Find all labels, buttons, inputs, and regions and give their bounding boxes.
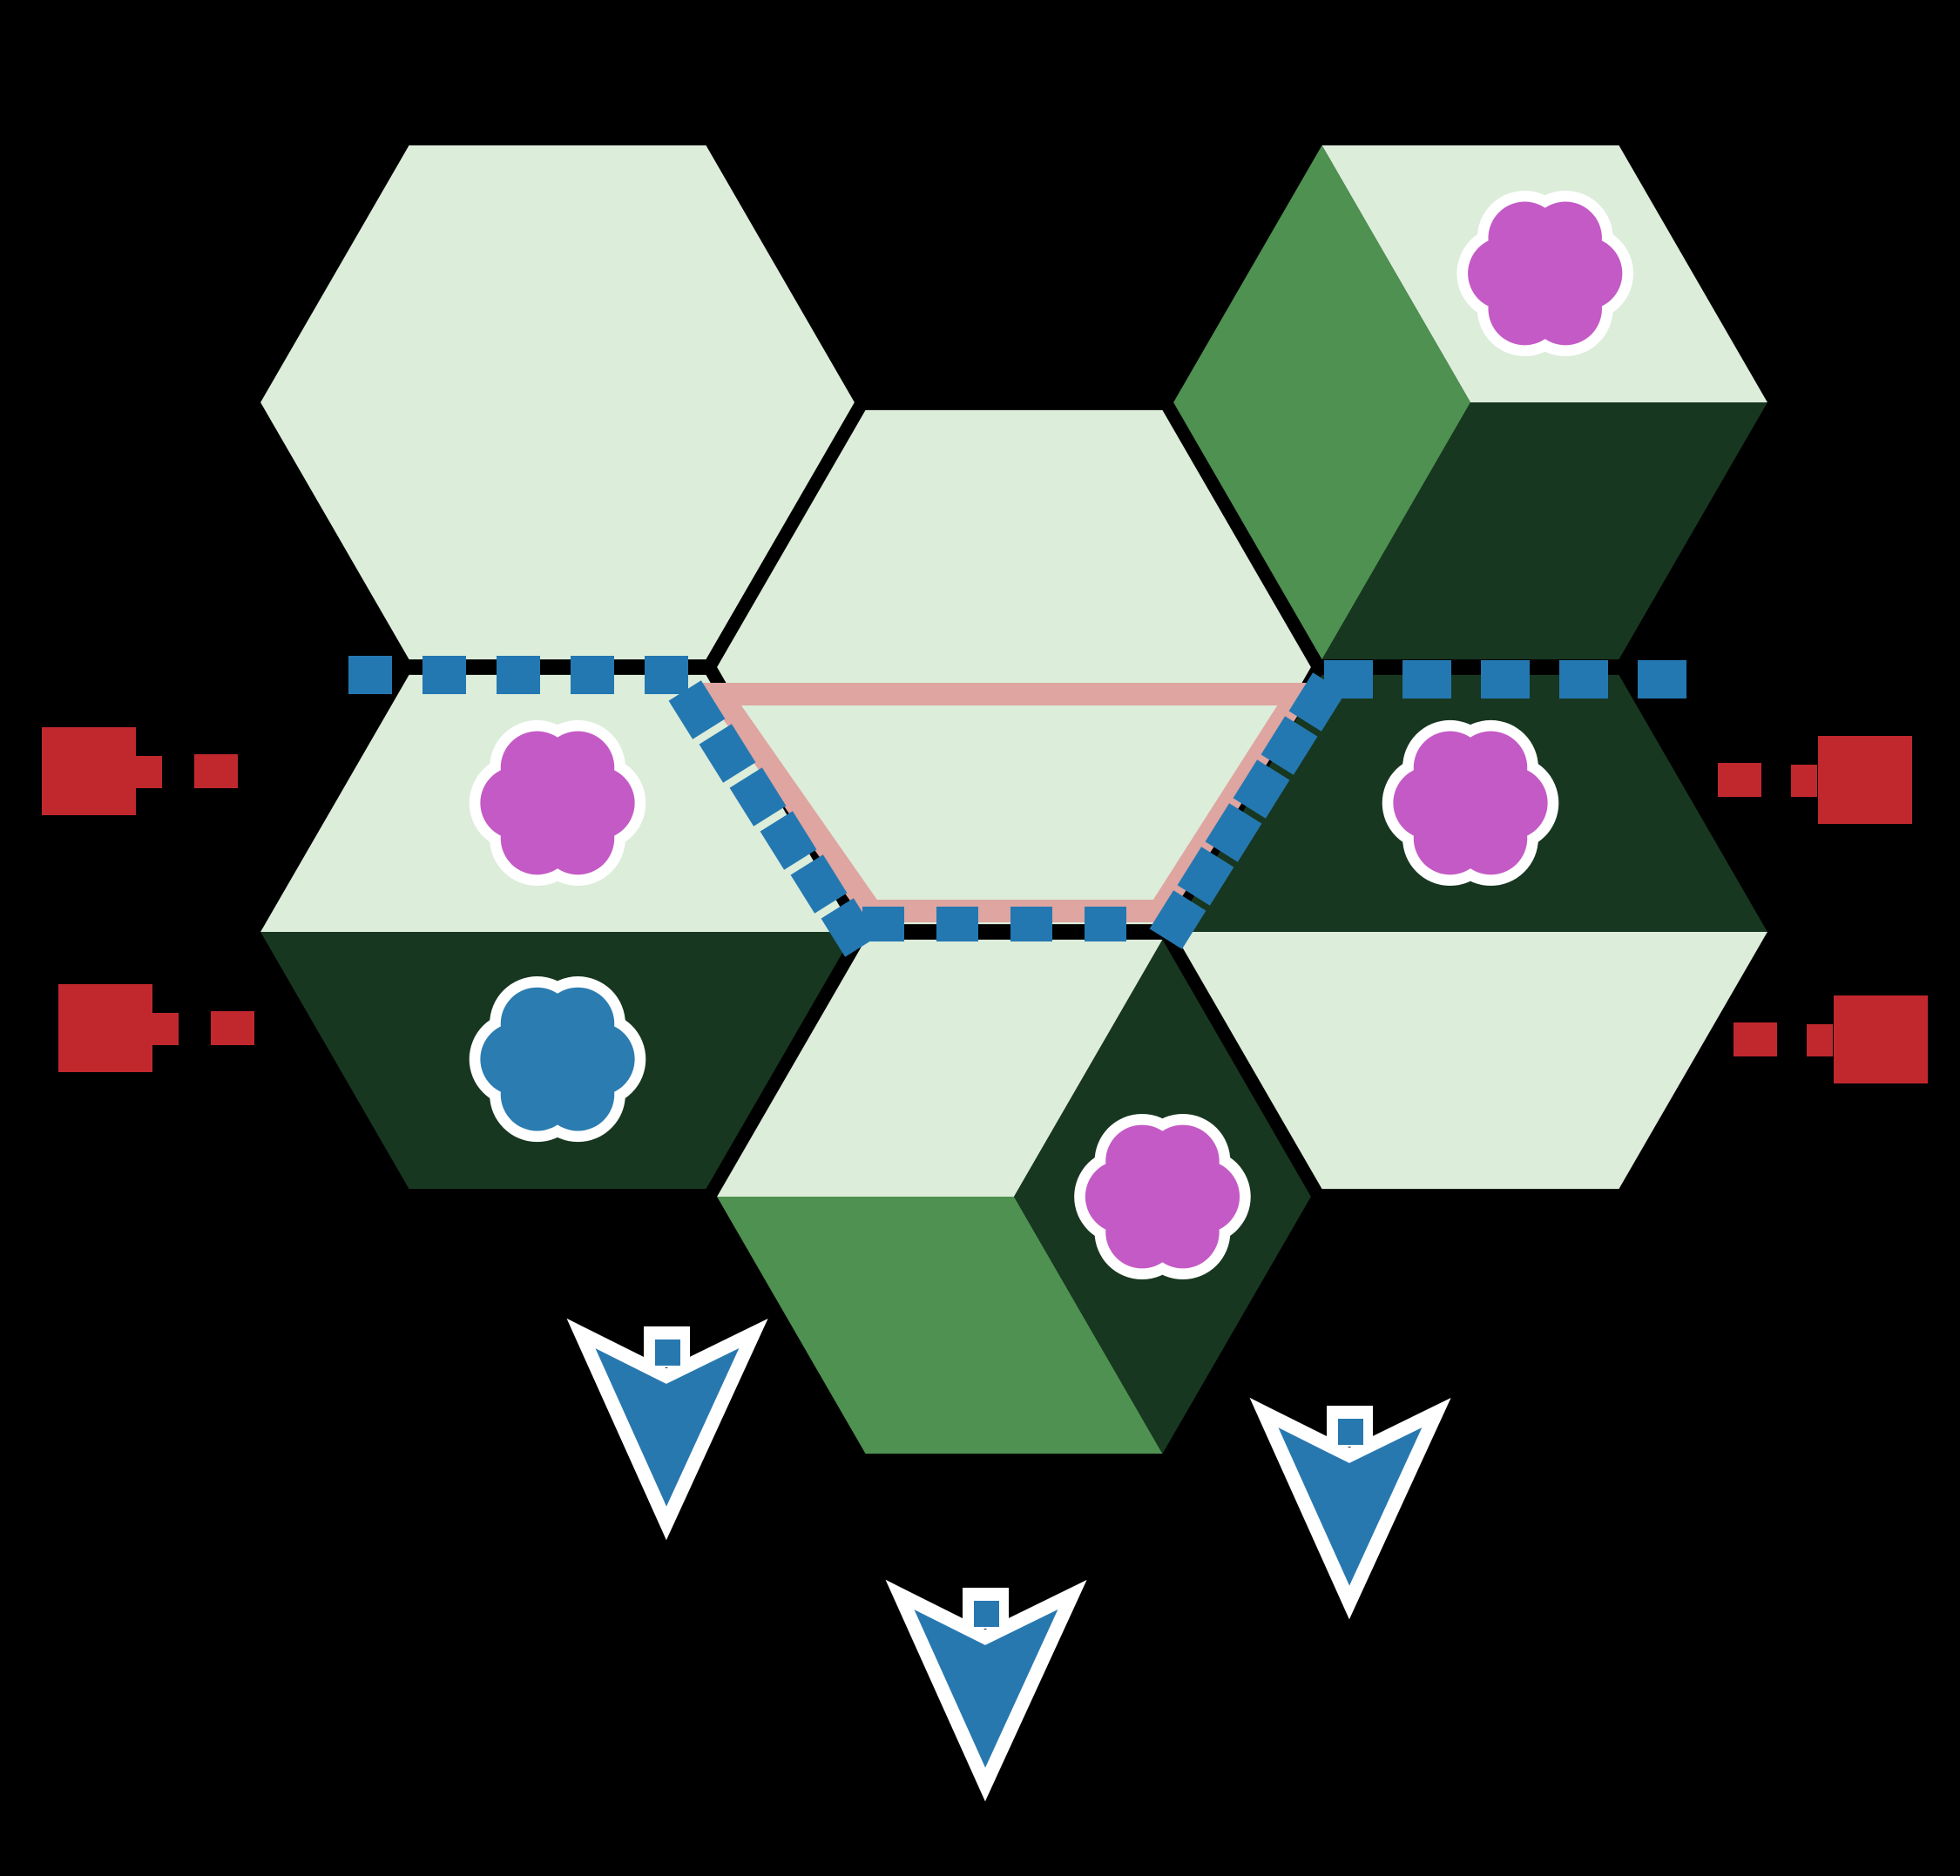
- boundary-dash: [1638, 660, 1686, 698]
- boundary-dash: [497, 656, 540, 694]
- boundary-dash: [1010, 907, 1052, 941]
- tile-middle-top-half: [717, 409, 1311, 667]
- tile-right[interactable]: [1173, 674, 1767, 1190]
- boundary-dash: [1288, 672, 1346, 732]
- purple-flower-icon: [469, 719, 646, 887]
- tile-top-left-top-half: [260, 145, 855, 403]
- boundary-dash: [1481, 660, 1530, 698]
- boundary-dash: [668, 680, 726, 739]
- purple-flower-icon: [1382, 719, 1559, 887]
- boundary-dashes-sw: [668, 680, 878, 957]
- boundary-dashes-se: [1149, 672, 1346, 949]
- dashes-layer: [348, 656, 1686, 957]
- flower-core: [1504, 233, 1586, 314]
- boundary-dash: [1402, 660, 1451, 698]
- selection-layer: [698, 683, 1319, 922]
- boundary-dash: [1260, 716, 1318, 775]
- boundary-dashes-bottom: [862, 907, 1126, 941]
- boundary-dash: [821, 898, 878, 957]
- boundary-dash: [1205, 803, 1262, 862]
- blue-arrow-tab-inner: [974, 1601, 999, 1627]
- flower-core: [1121, 1156, 1204, 1238]
- blue-flower-icon: [469, 976, 646, 1143]
- red-arrow-nub: [1807, 1024, 1833, 1056]
- red-arrow-trail: [1718, 763, 1761, 797]
- red-arrow-trail: [211, 1011, 254, 1045]
- red-arrow-nub: [152, 1013, 179, 1045]
- purple-flower-icon: [1456, 190, 1634, 357]
- red-arrow-right-top-icon[interactable]: [1718, 736, 1912, 824]
- purple-flower-icon: [1074, 1113, 1251, 1280]
- blue-arrow-down-bottom-icon[interactable]: [885, 1579, 1087, 1802]
- red-arrow-trail: [194, 754, 238, 788]
- boundary-dash: [1149, 890, 1206, 949]
- boundary-dash: [790, 854, 848, 914]
- blue-arrow-tab-inner: [655, 1340, 680, 1366]
- tile-top-left[interactable]: [260, 145, 855, 660]
- boundary-dash: [645, 656, 688, 694]
- blue-arrows-layer: [566, 1318, 1451, 1802]
- boundary-dashes-right: [1324, 660, 1686, 698]
- blue-arrow-down-left-icon[interactable]: [566, 1318, 768, 1541]
- boundary-dash: [348, 656, 392, 694]
- red-arrow-right-bottom-icon[interactable]: [1734, 995, 1928, 1083]
- tile-top-right-right-face: [1321, 402, 1767, 660]
- red-arrow-body: [42, 727, 136, 815]
- tile-top-left-bottom-half: [260, 402, 855, 660]
- red-arrow-trail: [1734, 1022, 1777, 1056]
- boundary-dash: [422, 656, 466, 694]
- tile-right-bottom-half: [1173, 932, 1767, 1190]
- boundary-dashes-left: [348, 656, 688, 694]
- boundary-dash: [760, 811, 817, 870]
- tiles-layer: [260, 145, 1767, 1454]
- boundary-dash: [729, 767, 787, 827]
- boundary-dash: [1559, 660, 1608, 698]
- boundary-dash: [571, 656, 614, 694]
- red-arrow-body: [58, 984, 152, 1072]
- tile-left[interactable]: [260, 674, 855, 1190]
- red-arrow-left-bottom-icon[interactable]: [58, 984, 254, 1072]
- blue-arrow-dart: [1249, 1397, 1451, 1620]
- tile-top-right[interactable]: [1173, 145, 1767, 660]
- flower-core: [1429, 762, 1511, 844]
- blue-arrow-down-right-icon[interactable]: [1249, 1397, 1451, 1620]
- selected-tile-outline: [698, 683, 1319, 922]
- boundary-dash: [699, 724, 756, 783]
- red-arrow-nub: [136, 756, 162, 788]
- tile-middle-bottom-half: [717, 667, 1311, 925]
- tile-bottom-top-face: [717, 939, 1163, 1197]
- red-arrow-nub: [1791, 765, 1817, 797]
- boundary-dash: [1085, 907, 1126, 941]
- boundary-dash: [936, 907, 978, 941]
- tile-bottom[interactable]: [717, 939, 1311, 1454]
- blue-arrow-tab-inner: [1338, 1419, 1363, 1445]
- red-arrows-layer: [42, 727, 1928, 1083]
- blue-arrow-dart: [885, 1579, 1087, 1802]
- tile-middle[interactable]: [717, 409, 1311, 925]
- red-arrow-body: [1818, 736, 1912, 824]
- boundary-dash: [1233, 759, 1290, 819]
- boundary-dash: [1177, 847, 1234, 906]
- red-arrow-body: [1834, 995, 1928, 1083]
- blue-arrow-dart: [566, 1318, 768, 1541]
- red-arrow-left-top-icon[interactable]: [42, 727, 238, 815]
- flower-core: [517, 762, 598, 844]
- flower-core: [517, 1018, 598, 1100]
